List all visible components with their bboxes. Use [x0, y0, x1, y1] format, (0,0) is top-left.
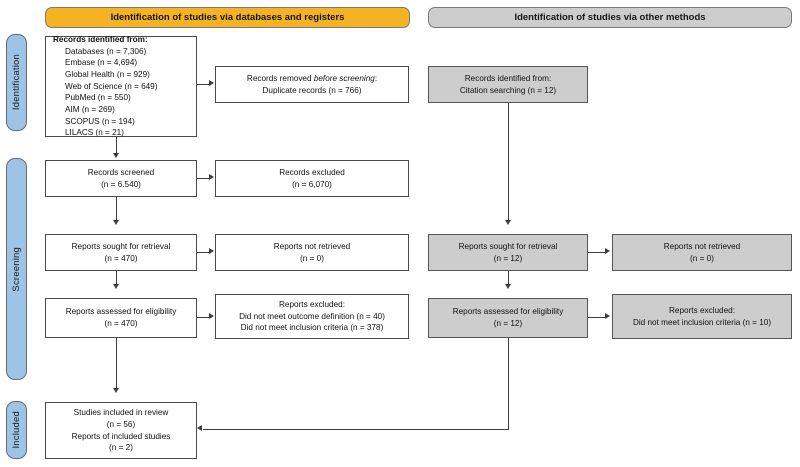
- banner-databases-registers: Identification of studies via databases …: [45, 7, 410, 28]
- connector-assessed-to-excluded: [197, 317, 210, 318]
- arrowhead-identified-to-screened: [112, 153, 119, 158]
- banner-databases-label: Identification of studies via databases …: [110, 12, 345, 23]
- box-studies-included: Studies included in review (n = 56) Repo…: [45, 402, 197, 459]
- stage-label-included: Included: [11, 411, 22, 449]
- reports-excluded-line3: Did not meet inclusion criteria (n = 378…: [240, 323, 384, 333]
- connector-other-assessed-elbow-horizontal: [203, 429, 509, 430]
- connector-other-sought-to-not-retrieved: [588, 252, 606, 253]
- stage-label-screening: Screening: [11, 246, 22, 292]
- box-records-identified-other: Records identified from: Citation search…: [428, 66, 588, 103]
- other-reports-assessed-line1: Reports assessed for eligibility: [452, 307, 564, 317]
- other-not-retrieved-line2: (n = 0): [690, 253, 714, 263]
- other-reports-sought-line1: Reports sought for retrieval: [458, 241, 558, 251]
- connector-identified-to-screened: [116, 137, 117, 154]
- arrowhead-sought-to-assessed: [112, 284, 119, 289]
- studies-included-line4: (n = 2): [109, 443, 133, 453]
- stage-tab-identification: Identification: [6, 34, 27, 131]
- other-reports-excluded-line2: Did not meet inclusion criteria (n = 10): [632, 317, 772, 327]
- box-reports-sought-databases: Reports sought for retrieval (n = 470): [45, 234, 197, 271]
- arrowhead-assessed-to-included: [112, 388, 119, 393]
- connector-assessed-to-included: [116, 338, 117, 389]
- box-records-screened: Records screened (n = 6.540): [45, 160, 197, 197]
- records-source-embase: Embase (n = 4,694): [65, 58, 138, 68]
- reports-assessed-line2: (n = 470): [104, 319, 138, 328]
- arrowhead-other-sought-to-not-retrieved: [605, 248, 610, 255]
- connector-identified-to-removed: [197, 84, 210, 85]
- reports-not-retrieved-line2: (n = 0): [300, 253, 324, 263]
- reports-sought-line2: (n = 470): [104, 253, 138, 263]
- other-reports-assessed-line2: (n = 12): [493, 319, 523, 328]
- stage-tab-included: Included: [6, 401, 27, 459]
- records-excluded-line2: (n = 6,070): [292, 179, 332, 189]
- other-reports-excluded-line1: Reports excluded:: [669, 305, 735, 315]
- box-reports-excluded-other: Reports excluded: Did not meet inclusion…: [612, 294, 792, 339]
- connector-sought-to-assessed: [116, 271, 117, 285]
- connector-other-assessed-to-excluded: [588, 317, 606, 318]
- records-removed-line1: Records removed before screening:: [246, 73, 378, 83]
- records-source-web-of-science: Web of Science (n = 649): [65, 81, 158, 91]
- box-records-removed: Records removed before screening: Duplic…: [215, 66, 409, 103]
- arrowhead-other-assessed-to-included: [197, 425, 202, 432]
- box-reports-assessed-other: Reports assessed for eligibility (n = 12…: [428, 298, 588, 338]
- box-reports-not-retrieved-databases: Reports not retrieved (n = 0): [215, 234, 409, 271]
- records-screened-line1: Records screened: [87, 167, 155, 177]
- arrowhead-assessed-to-excluded: [209, 313, 214, 320]
- records-excluded-line1: Records excluded: [279, 167, 345, 177]
- box-reports-assessed-databases: Reports assessed for eligibility (n = 47…: [45, 298, 197, 338]
- arrowhead-other-identified-to-sought: [504, 220, 511, 225]
- arrowhead-identified-to-removed: [209, 80, 214, 87]
- records-identified-title: Records identified from:: [53, 35, 148, 45]
- connector-screened-to-excluded: [197, 178, 210, 179]
- other-not-retrieved-line1: Reports not retrieved: [663, 241, 741, 251]
- records-source-aim: AIM (n = 269): [65, 104, 115, 114]
- connector-other-sought-to-assessed: [508, 271, 509, 285]
- box-reports-not-retrieved-other: Reports not retrieved (n = 0): [612, 234, 792, 271]
- records-screened-line2: (n = 6.540): [101, 179, 141, 189]
- banner-other-methods: Identification of studies via other meth…: [428, 7, 792, 28]
- other-records-identified-line1: Records identified from:: [464, 73, 552, 83]
- records-source-lilacs: LILACS (n = 21): [65, 128, 124, 138]
- records-source-global-health: Global Health (n = 929): [65, 70, 150, 80]
- records-removed-line2: Duplicate records (n = 766): [262, 85, 362, 95]
- reports-excluded-line1: Reports excluded:: [279, 300, 345, 310]
- banner-other-label: Identification of studies via other meth…: [514, 12, 706, 23]
- box-reports-sought-other: Reports sought for retrieval (n = 12): [428, 234, 588, 271]
- other-records-identified-line2: Citation searching (n = 12): [459, 85, 557, 95]
- connector-other-identified-to-sought: [508, 103, 509, 221]
- records-source-databases: Databases (n = 7,306): [65, 46, 147, 56]
- stage-tab-screening: Screening: [6, 158, 27, 380]
- reports-assessed-line1: Reports assessed for eligibility: [65, 307, 177, 317]
- stage-label-identification: Identification: [11, 54, 22, 111]
- arrowhead-other-assessed-to-excluded: [605, 313, 610, 320]
- arrowhead-sought-to-not-retrieved: [209, 248, 214, 255]
- arrowhead-other-sought-to-assessed: [504, 284, 511, 289]
- reports-excluded-line2: Did not meet outcome definition (n = 40): [239, 311, 385, 321]
- box-records-excluded: Records excluded (n = 6,070): [215, 160, 409, 197]
- studies-included-line2: (n = 56): [106, 419, 136, 429]
- arrowhead-screened-to-excluded: [209, 174, 214, 181]
- box-records-identified-databases: Records identified from: Databases (n = …: [45, 35, 197, 138]
- connector-sought-to-not-retrieved: [197, 252, 210, 253]
- connector-other-assessed-elbow-vertical: [508, 338, 509, 429]
- arrowhead-screened-to-sought: [112, 220, 119, 225]
- reports-sought-line1: Reports sought for retrieval: [71, 241, 171, 251]
- records-source-scopus: SCOPUS (n = 194): [65, 116, 135, 126]
- studies-included-line3: Reports of included studies: [71, 431, 171, 441]
- connector-screened-to-sought: [116, 197, 117, 221]
- box-reports-excluded-databases: Reports excluded: Did not meet outcome d…: [215, 294, 409, 339]
- other-reports-sought-line2: (n = 12): [493, 253, 523, 263]
- studies-included-line1: Studies included in review: [73, 408, 169, 418]
- records-source-pubmed: PubMed (n = 550): [65, 93, 131, 103]
- reports-not-retrieved-line1: Reports not retrieved: [273, 241, 351, 251]
